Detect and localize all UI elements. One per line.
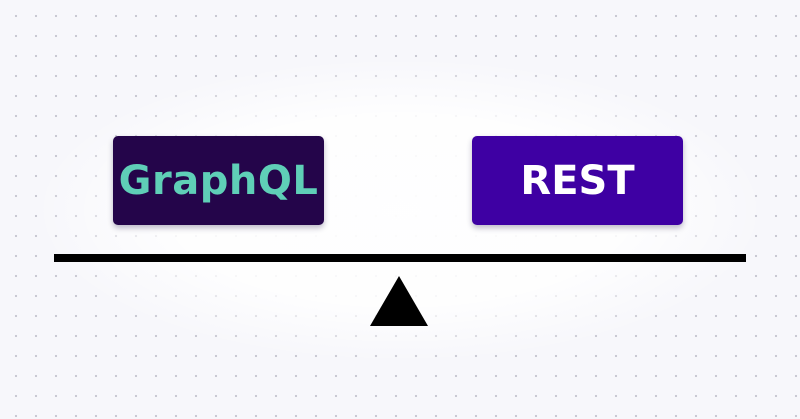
- rest-label: REST: [520, 157, 635, 204]
- balance-beam: [54, 254, 746, 262]
- graphql-card: GraphQL: [113, 136, 324, 225]
- graphql-label: GraphQL: [118, 157, 319, 204]
- rest-card: REST: [472, 136, 683, 225]
- fulcrum-triangle-icon: [370, 276, 428, 326]
